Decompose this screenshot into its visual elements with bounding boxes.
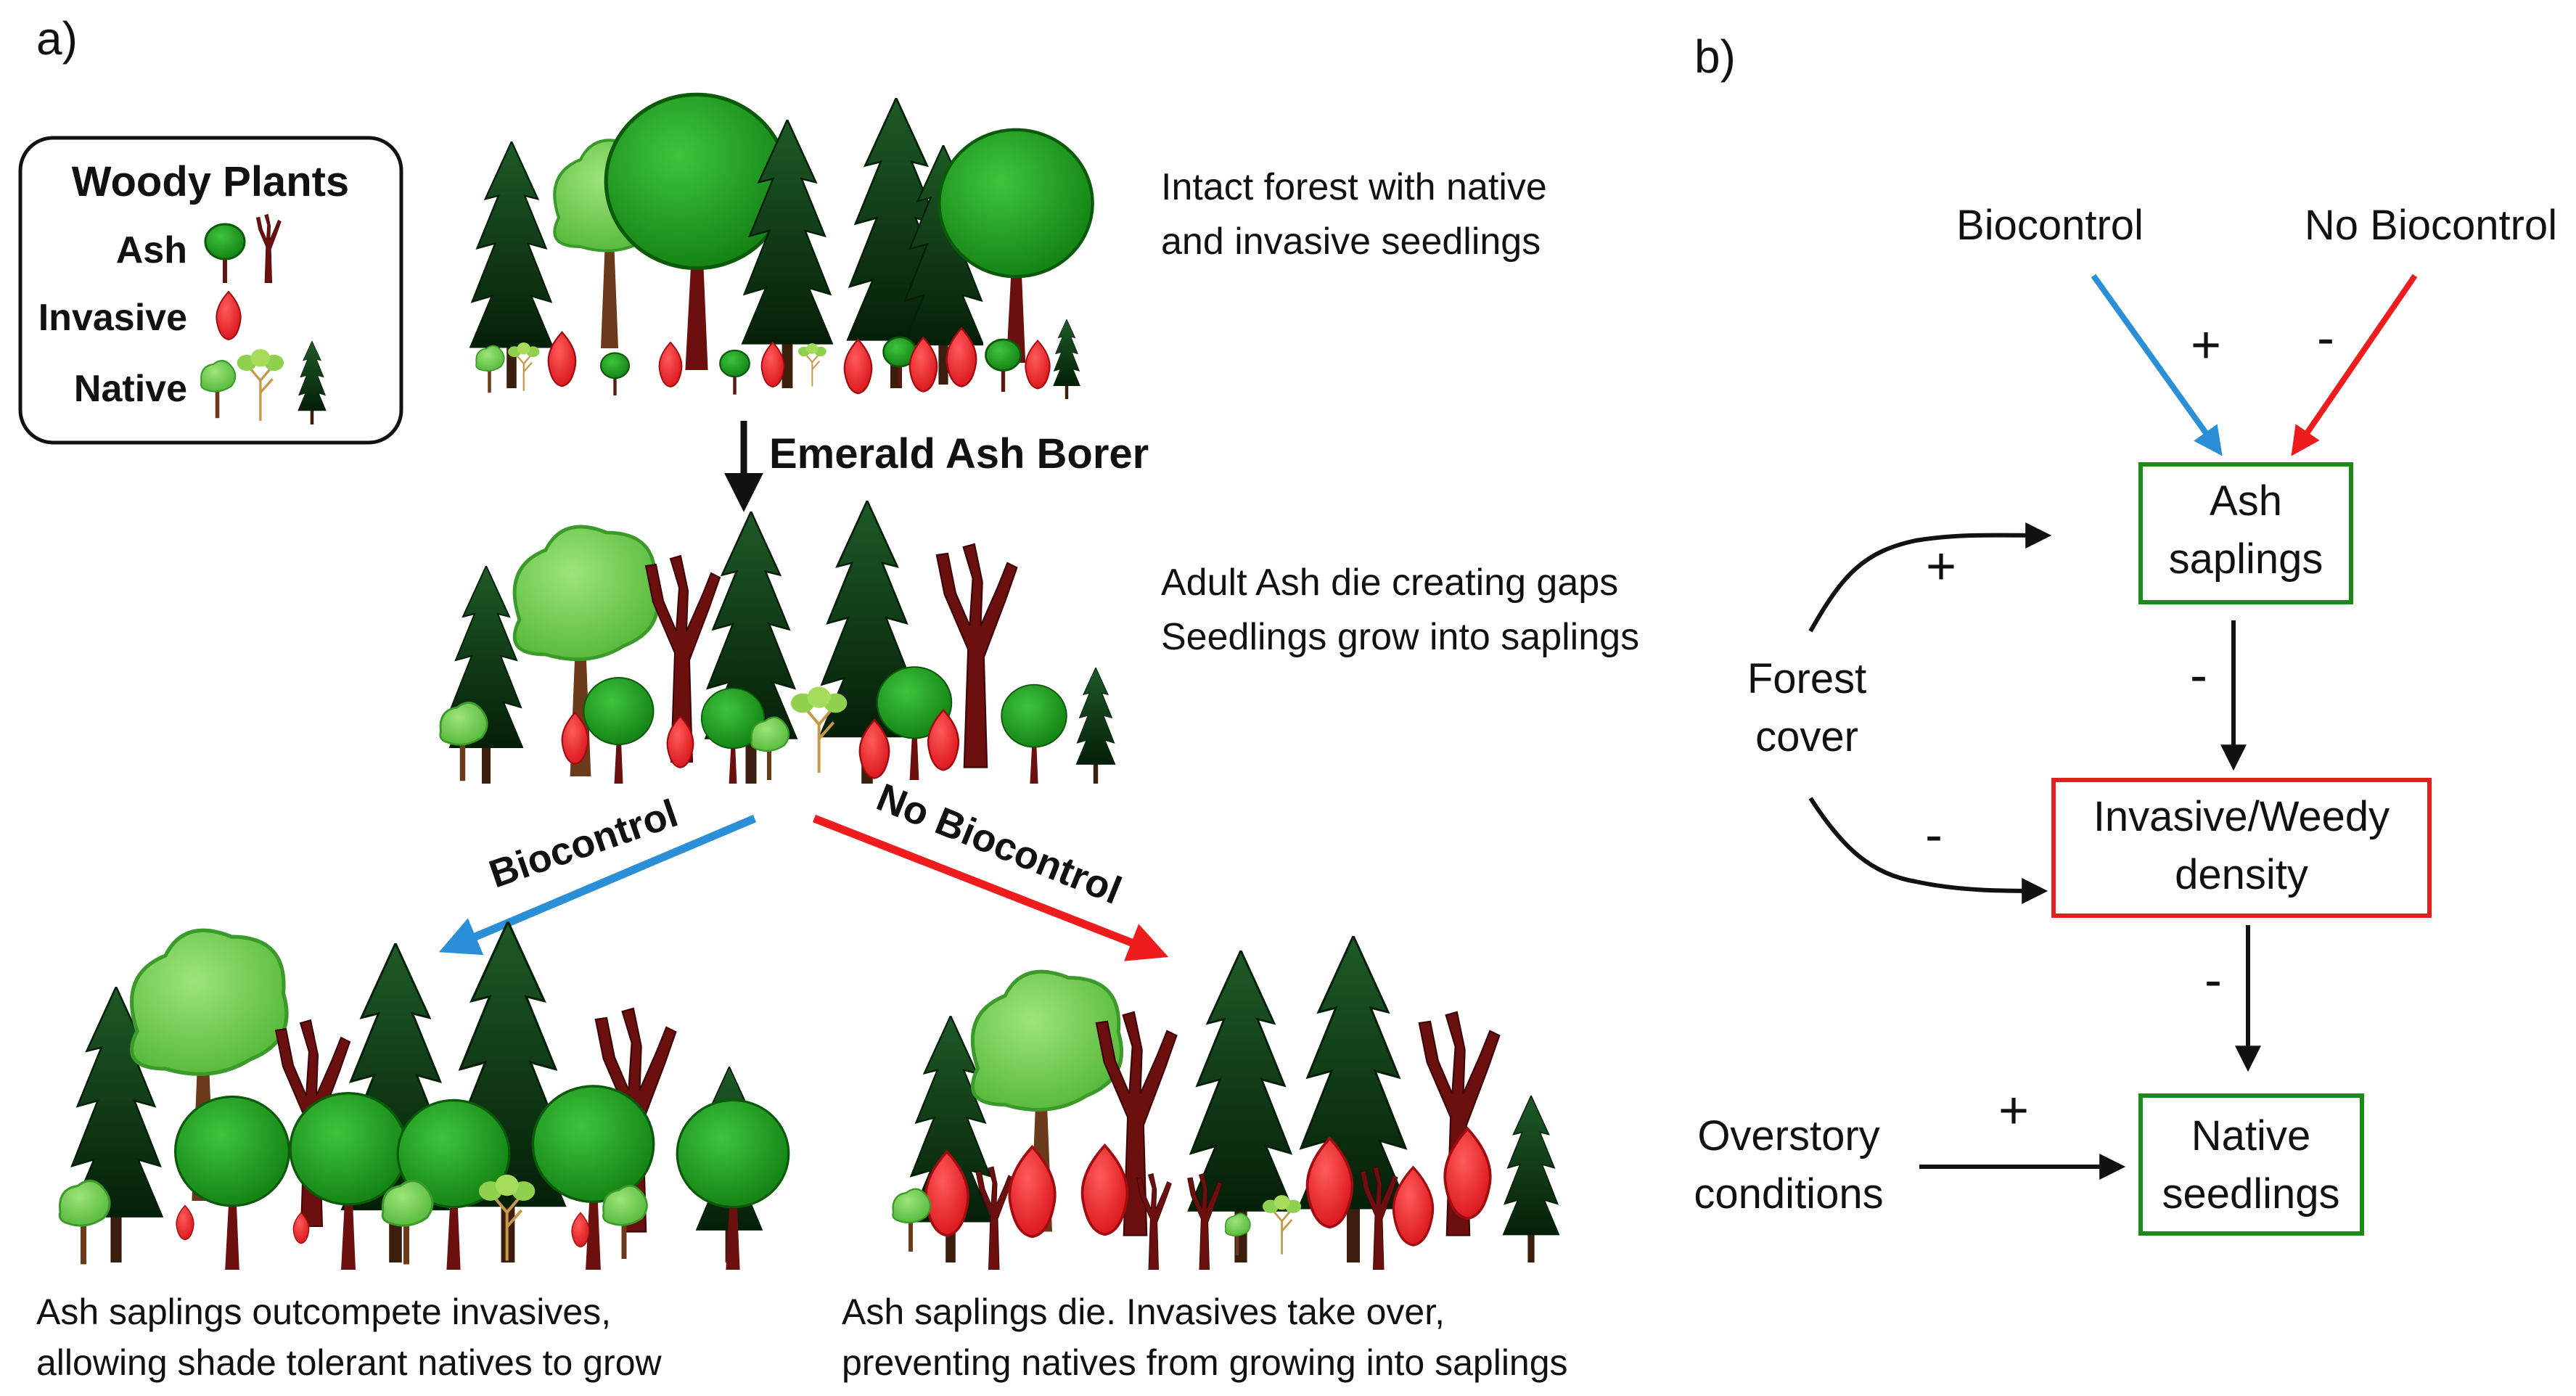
ash-seedling: [599, 352, 631, 395]
forest-to-invasive-arrow: [1808, 797, 2048, 904]
nobiocontrol-to-ash-arrow: [2291, 274, 2418, 456]
legend-title: Woody Plants: [72, 158, 349, 205]
ash-sapling: [677, 1100, 789, 1270]
ash-saplings-node: [2138, 462, 2353, 604]
eab-arrow-label: Emerald Ash Borer: [769, 430, 1149, 477]
invasive-density-label-line2: density: [2175, 851, 2308, 898]
invasive-seedling: [658, 341, 683, 388]
invasive-seedling: [843, 338, 873, 395]
invasive-to-native-sign: -: [2204, 951, 2222, 1009]
forest-to-ash-sign: +: [1926, 538, 1956, 596]
native-conifer-seedling: [1053, 319, 1080, 399]
legend-invasive-label: Invasive: [38, 297, 187, 339]
legend-ash-label: Ash: [116, 229, 187, 271]
native-seedlings-node: [2138, 1093, 2364, 1236]
ash-seedling: [719, 349, 750, 395]
invasive-shrub: [1080, 1144, 1129, 1236]
legend-native-label: Native: [74, 368, 187, 410]
native-seedling: [1263, 1194, 1303, 1256]
ash-sapling: [583, 676, 655, 784]
scene3-caption-line1: Ash saplings outcompete invasives,: [36, 1292, 611, 1332]
invasive-density-label-line1: Invasive/Weedy: [2093, 793, 2390, 840]
biocontrol-to-ash-sign: +: [2191, 316, 2221, 374]
forest-cover-label-line2: cover: [1755, 713, 1858, 760]
native-sapling: [58, 1179, 111, 1266]
invasive-density-node: [2051, 778, 2432, 918]
nobiocontrol-to-ash-sign: -: [2317, 309, 2334, 367]
native-seedlings-label-line2: seedlings: [2162, 1170, 2339, 1218]
ash-saplings-label-line2: saplings: [2169, 535, 2323, 583]
scene3-caption-line2: allowing shade tolerant natives to grow: [36, 1342, 663, 1383]
scene-ash-dying: [439, 501, 1116, 784]
scene4-caption-line2: preventing natives from growing into sap…: [842, 1342, 1568, 1383]
scene-nobiocontrol-outcome: [892, 936, 1560, 1270]
invasive-seedling: [760, 341, 785, 388]
panel-b-label: b): [1694, 30, 1736, 83]
ash-saplings-label-line1: Ash: [2210, 477, 2282, 525]
native-seedling: [475, 345, 505, 394]
invasive-shrub: [1392, 1166, 1435, 1247]
scene2-caption-line1: Adult Ash die creating gaps: [1161, 562, 1618, 604]
scene-biocontrol-outcome: [58, 921, 789, 1270]
ash-to-invasive-sign: -: [2190, 646, 2207, 705]
ash-seedling: [985, 338, 1022, 392]
scene1-caption-line2: and invasive seedlings: [1161, 221, 1541, 263]
biocontrol-node: Biocontrol: [1956, 202, 2144, 249]
biocontrol-to-ash-arrow: [2091, 274, 2223, 456]
panel-a-label: a): [36, 12, 78, 65]
nobiocontrol-branch-arrow: [812, 814, 1169, 961]
native-sapling: [479, 1175, 535, 1261]
forest-to-ash-arrow: [1808, 522, 2052, 633]
conifer-tree: [1075, 668, 1116, 784]
forest-to-invasive-sign: -: [1925, 806, 1943, 864]
overstory-label-line1: Overstory: [1697, 1112, 1879, 1159]
no-biocontrol-node: No Biocontrol: [2305, 202, 2557, 249]
biocontrol-branch-arrow: [438, 814, 757, 956]
legend: Woody Plants Ash Invasive Native: [18, 136, 403, 445]
scene-intact-forest: [469, 94, 1092, 399]
native-sapling: [750, 716, 790, 781]
dead-ash-sapling: [1360, 1166, 1398, 1270]
scene1-caption-line1: Intact forest with native: [1161, 166, 1547, 208]
dead-ash-sapling: [1187, 1173, 1223, 1270]
invasive-seedling: [547, 331, 577, 387]
ash-sapling: [1000, 683, 1068, 784]
conifer-tree: [1502, 1096, 1560, 1262]
scene2-caption-line2: Seedlings grow into saplings: [1161, 616, 1639, 658]
native-seedling: [798, 342, 827, 387]
native-seedlings-label-line1: Native: [2191, 1112, 2310, 1159]
overstory-label-line2: conditions: [1694, 1170, 1883, 1218]
ash-sapling: [290, 1093, 406, 1270]
invasive-seedling: [176, 1204, 194, 1241]
ash-sapling: [176, 1097, 290, 1270]
invasive-seedling: [571, 1212, 590, 1248]
forest-cover-label-line1: Forest: [1747, 655, 1866, 702]
ash-sapling: [533, 1086, 653, 1270]
invasive-seedling: [1025, 340, 1051, 390]
biocontrol-branch-label: Biocontrol: [484, 792, 684, 897]
overstory-to-native-sign: +: [1998, 1082, 2029, 1140]
scene4-caption-line1: Ash saplings die. Invasives take over,: [842, 1292, 1445, 1332]
